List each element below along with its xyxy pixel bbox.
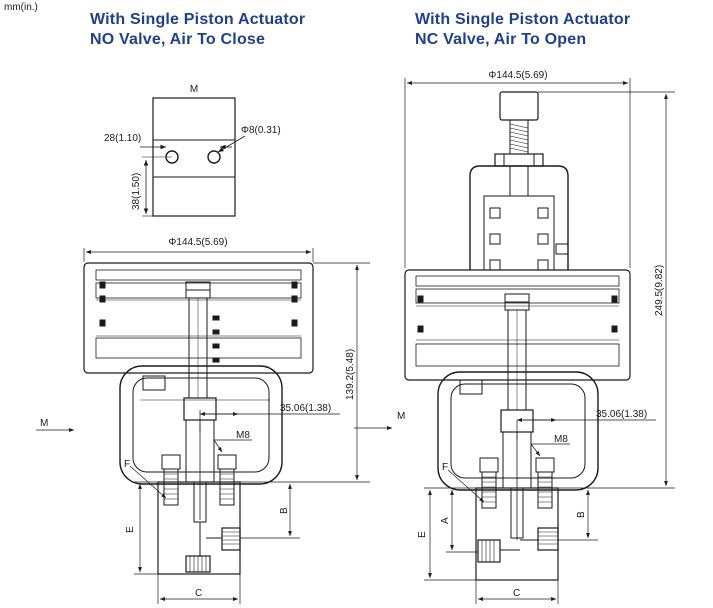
left-valve-body [157,419,241,575]
right-title-line1: With Single Piston Actuator [415,11,631,28]
right-labels: Φ144.5(5.69) 249.5(9.82) 35.06(1.38) M8 … [397,70,665,599]
left-label-c: C [195,588,202,599]
left-offset: 35.06(1.38) [280,403,331,414]
right-view-arrow-label: M [397,411,405,422]
left-port-view-label: M [190,84,198,95]
right-label-f: F [442,462,448,473]
right-drawing [354,78,675,604]
left-drawing [36,97,370,604]
right-title: With Single Piston Actuator NC Valve, Ai… [415,10,630,50]
left-port-height: 38(1.50) [131,173,142,210]
right-valve-body [475,431,559,581]
left-view-arrow-label: M [40,418,48,429]
right-label-e: E [417,531,428,538]
right-yoke [437,371,599,491]
right-title-line2: NC Valve, Air To Open [415,31,587,48]
left-title: With Single Piston Actuator NO Valve, Ai… [90,10,305,50]
left-actuator [83,262,314,399]
right-adjust-screw [494,91,544,167]
left-title-line2: NO Valve, Air To Close [90,31,266,48]
right-diameter: Φ144.5(5.69) [488,70,547,81]
right-label-b: B [576,511,587,518]
left-port-view [140,97,246,217]
right-actuator [404,269,631,411]
left-port-spacing: 28(1.10) [104,133,141,144]
right-spring-housing [469,165,569,271]
right-thread: M8 [554,434,568,445]
left-labels: M 28(1.10) Φ8(0.31) 38(1.50) Φ144.5(5.69… [40,84,356,599]
left-height: 139.2(5.48) [345,349,356,400]
left-dimensions [36,248,370,604]
right-height: 249.5(9.82) [654,265,665,316]
right-dimensions [354,78,675,604]
right-label-a: A [440,517,451,524]
left-thread: M8 [236,430,250,441]
left-label-f: F [124,459,130,470]
left-yoke [119,365,283,485]
left-port-diameter: Φ8(0.31) [241,125,281,136]
units-label: mm(in.) [4,2,38,13]
left-label-b: B [279,507,290,514]
right-label-c: C [513,588,520,599]
left-label-e: E [125,526,136,533]
right-offset: 35.06(1.38) [596,409,647,420]
left-diameter: Φ144.5(5.69) [168,237,227,248]
left-title-line1: With Single Piston Actuator [90,11,306,28]
